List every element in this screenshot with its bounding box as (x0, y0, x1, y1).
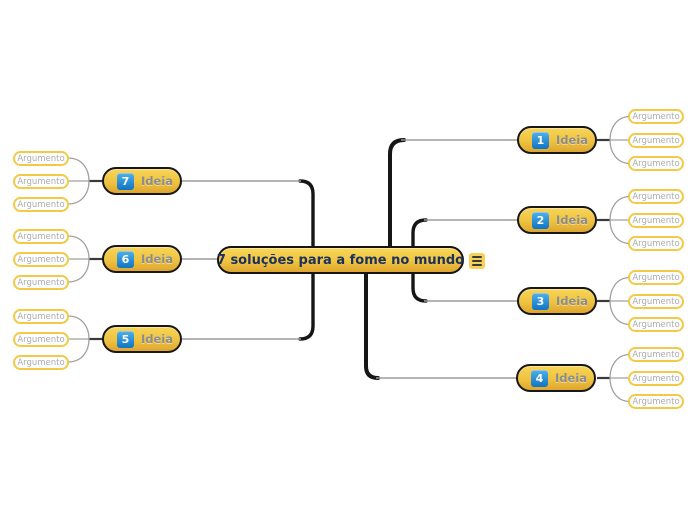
argument-label: Argumento (17, 311, 65, 322)
argument-node[interactable]: Argumento (13, 275, 69, 290)
idea-number-badge: 7 (117, 172, 134, 190)
idea-number-badge: 2 (532, 211, 549, 229)
argument-label: Argumento (17, 153, 65, 164)
idea-node-5[interactable]: 5 Ideia (102, 325, 182, 353)
argument-label: Argumento (632, 215, 680, 226)
argument-node[interactable]: Argumento (13, 332, 69, 347)
argument-label: Argumento (632, 158, 680, 169)
argument-label: Argumento (17, 254, 65, 265)
argument-node[interactable]: Argumento (628, 347, 684, 362)
argument-label: Argumento (17, 334, 65, 345)
argument-node[interactable]: Argumento (628, 189, 684, 204)
idea-node-6[interactable]: 6 Ideia (102, 245, 182, 273)
argument-node[interactable]: Argumento (13, 309, 69, 324)
argument-node[interactable]: Argumento (13, 174, 69, 189)
hamburger-menu-icon[interactable] (469, 253, 485, 269)
argument-label: Argumento (632, 296, 680, 307)
argument-label: Argumento (632, 396, 680, 407)
central-topic-label: 7 soluções para a fome no mundo (216, 252, 465, 268)
argument-node[interactable]: Argumento (628, 213, 684, 228)
argument-label: Argumento (632, 238, 680, 249)
argument-node[interactable]: Argumento (13, 197, 69, 212)
idea-node-3[interactable]: 3 Ideia (517, 287, 597, 315)
argument-node[interactable]: Argumento (13, 252, 69, 267)
argument-label: Argumento (632, 373, 680, 384)
argument-node[interactable]: Argumento (13, 229, 69, 244)
idea-node-7[interactable]: 7 Ideia (102, 167, 182, 195)
argument-node[interactable]: Argumento (628, 236, 684, 251)
argument-label: Argumento (632, 135, 680, 146)
argument-node[interactable]: Argumento (13, 355, 69, 370)
idea-node-1[interactable]: 1 Ideia (517, 126, 597, 154)
argument-node[interactable]: Argumento (628, 294, 684, 309)
idea-node-4[interactable]: 4 Ideia (516, 364, 596, 392)
argument-node[interactable]: Argumento (628, 394, 684, 409)
argument-node[interactable]: Argumento (628, 133, 684, 148)
idea-label: Ideia (556, 133, 589, 147)
argument-label: Argumento (17, 277, 65, 288)
idea-node-2[interactable]: 2 Ideia (517, 206, 597, 234)
argument-label: Argumento (632, 349, 680, 360)
idea-label: Ideia (141, 174, 174, 188)
argument-label: Argumento (17, 357, 65, 368)
idea-number-badge: 6 (117, 250, 134, 268)
idea-label: Ideia (556, 294, 589, 308)
argument-label: Argumento (17, 199, 65, 210)
argument-node[interactable]: Argumento (628, 371, 684, 386)
argument-label: Argumento (632, 191, 680, 202)
central-topic-node[interactable]: 7 soluções para a fome no mundo (217, 246, 464, 274)
idea-number-badge: 3 (532, 292, 549, 310)
idea-number-badge: 1 (532, 131, 549, 149)
idea-label: Ideia (556, 213, 589, 227)
idea-label: Ideia (141, 252, 174, 266)
idea-label: Ideia (555, 371, 588, 385)
argument-node[interactable]: Argumento (628, 317, 684, 332)
argument-label: Argumento (17, 231, 65, 242)
argument-label: Argumento (17, 176, 65, 187)
argument-label: Argumento (632, 272, 680, 283)
idea-number-badge: 5 (117, 330, 134, 348)
argument-node[interactable]: Argumento (628, 109, 684, 124)
argument-label: Argumento (632, 319, 680, 330)
argument-label: Argumento (632, 111, 680, 122)
argument-node[interactable]: Argumento (13, 151, 69, 166)
idea-label: Ideia (141, 332, 174, 346)
idea-number-badge: 4 (531, 369, 548, 387)
argument-node[interactable]: Argumento (628, 270, 684, 285)
argument-node[interactable]: Argumento (628, 156, 684, 171)
